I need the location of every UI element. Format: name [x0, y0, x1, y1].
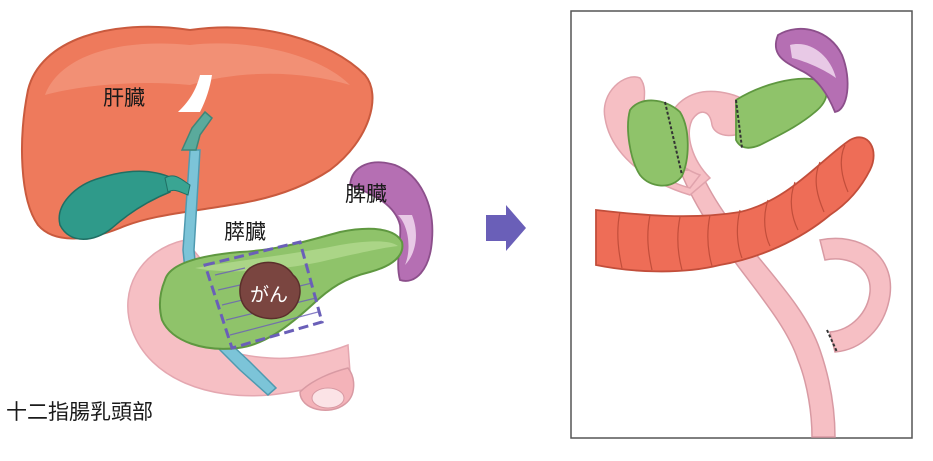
after-surgery-diagram	[570, 10, 913, 439]
liver-highlight	[45, 43, 350, 95]
hepatic-duct	[180, 110, 214, 151]
liver-label: 肝臓	[103, 86, 145, 110]
papilla-label: 十二指腸乳頭部	[6, 400, 153, 424]
pancreas-stump	[627, 99, 689, 187]
pancreas-highlight	[195, 241, 398, 272]
jejunum-loop	[819, 237, 892, 353]
spleen-after-inner	[790, 44, 836, 78]
resection-line	[203, 240, 324, 350]
right-arrow-icon	[486, 205, 526, 251]
liver-ligament	[178, 75, 212, 112]
duodenum-lumen	[311, 387, 345, 409]
pancreas-label: 膵臓	[224, 220, 266, 244]
transverse-colon	[595, 136, 875, 273]
pancreas-remnant	[735, 77, 828, 149]
colon-haustra	[617, 144, 849, 271]
jejunum-suture	[826, 329, 838, 353]
pancreas-anastomosis	[735, 99, 743, 149]
before-surgery-diagram	[21, 25, 434, 411]
tumor	[239, 261, 301, 320]
spleen-label: 脾臓	[345, 182, 387, 206]
spleen-inner	[398, 215, 416, 265]
cancer-label: がん	[250, 284, 289, 306]
cystic-duct	[164, 175, 191, 196]
stump-anastomosis	[664, 101, 683, 176]
